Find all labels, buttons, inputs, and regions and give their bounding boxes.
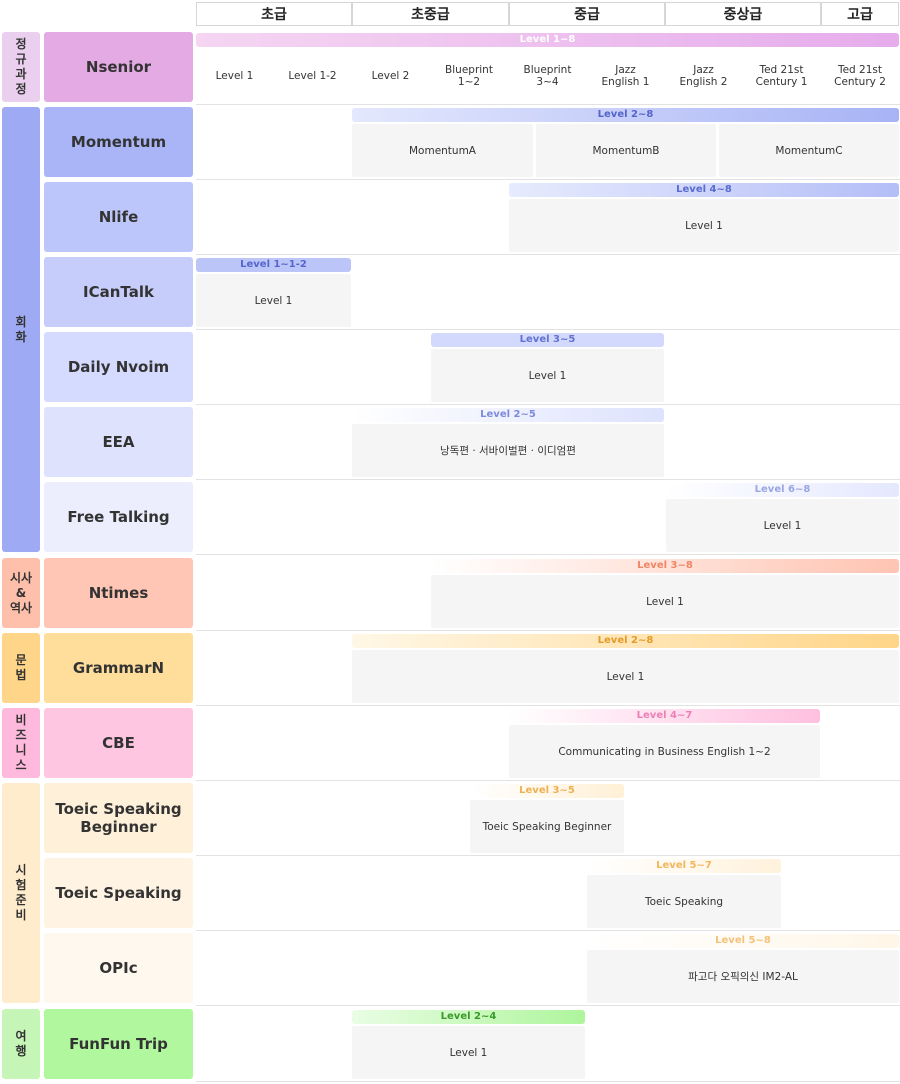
level-range-band: Level 3~5 <box>431 333 664 347</box>
course-cell[interactable]: Jazz English 2 <box>665 49 742 102</box>
course-cell[interactable]: 낭독편 · 서바이벌편 · 이디엄편 <box>352 424 664 477</box>
course-cell[interactable]: 파고다 오픽의신 IM2-AL <box>587 950 899 1003</box>
row-divider <box>196 254 900 255</box>
category-exam: 시 험 준 비 <box>2 783 40 1003</box>
course-cell[interactable]: Ted 21st Century 1 <box>743 49 820 102</box>
program-name[interactable]: GrammarN <box>44 633 193 703</box>
program-name[interactable]: CBE <box>44 708 193 778</box>
course-cell[interactable]: Jazz English 1 <box>587 49 664 102</box>
level-range-band: Level 4~7 <box>509 709 820 723</box>
row-divider <box>196 1005 900 1006</box>
course-cell[interactable]: Blueprint 3~4 <box>509 49 586 102</box>
program-name[interactable]: Momentum <box>44 107 193 177</box>
program-name[interactable]: Daily Nvoim <box>44 332 193 402</box>
level-header-cell: 초중급 <box>352 2 509 26</box>
course-cell[interactable]: Level 1 <box>196 49 273 102</box>
course-cell[interactable]: Level 1 <box>666 499 899 552</box>
category-regular: 정 규 과 정 <box>2 32 40 102</box>
course-cell[interactable]: MomentumB <box>536 124 716 177</box>
course-cell[interactable]: MomentumC <box>719 124 899 177</box>
program-name[interactable]: Free Talking <box>44 482 193 552</box>
course-cell[interactable]: Toeic Speaking <box>587 875 781 928</box>
row-divider <box>196 1081 900 1082</box>
course-cell[interactable]: MomentumA <box>352 124 533 177</box>
row-divider <box>196 855 900 856</box>
course-cell[interactable]: Toeic Speaking Beginner <box>470 800 624 853</box>
level-range-band: Level 2~4 <box>352 1010 585 1024</box>
category-conversation: 회 화 <box>2 107 40 552</box>
category-business: 비 즈 니 스 <box>2 708 40 778</box>
level-range-band: Level 2~8 <box>352 634 899 648</box>
course-cell[interactable]: Ted 21st Century 2 <box>821 49 899 102</box>
row-divider <box>196 705 900 706</box>
level-header-cell: 중급 <box>509 2 665 26</box>
level-range-band: Level 3~5 <box>470 784 624 798</box>
row-divider <box>196 780 900 781</box>
level-range-band: Level 1~1-2 <box>196 258 351 272</box>
level-header-cell: 고급 <box>821 2 899 26</box>
level-range-band: Level 2~8 <box>352 108 899 122</box>
category-grammar: 문 법 <box>2 633 40 703</box>
course-cell[interactable]: Level 2 <box>352 49 429 102</box>
course-cell[interactable]: Level 1 <box>431 349 664 402</box>
course-cell[interactable]: Communicating in Business English 1~2 <box>509 725 820 778</box>
program-name[interactable]: Nlife <box>44 182 193 252</box>
level-range-band: Level 5~8 <box>587 934 899 948</box>
course-cell[interactable]: Level 1 <box>352 650 899 703</box>
program-name[interactable]: FunFun Trip <box>44 1009 193 1079</box>
category-travel: 여 행 <box>2 1009 40 1079</box>
level-range-band: Level 3~8 <box>431 559 899 573</box>
program-name[interactable]: EEA <box>44 407 193 477</box>
category-news: 시사 & 역사 <box>2 558 40 628</box>
row-divider <box>196 930 900 931</box>
row-divider <box>196 479 900 480</box>
level-range-band: Level 2~5 <box>352 408 664 422</box>
level-header-cell: 초급 <box>196 2 352 26</box>
program-name[interactable]: Toeic Speaking <box>44 858 193 928</box>
level-range-band: Level 4~8 <box>509 183 899 197</box>
level-range-band: Level 5~7 <box>587 859 781 873</box>
row-divider <box>196 179 900 180</box>
program-name[interactable]: ICanTalk <box>44 257 193 327</box>
level-header-cell: 중상급 <box>665 2 821 26</box>
course-cell[interactable]: Level 1-2 <box>274 49 351 102</box>
course-cell[interactable]: Level 1 <box>352 1026 585 1079</box>
course-cell[interactable]: Blueprint 1~2 <box>430 49 508 102</box>
course-cell[interactable]: Level 1 <box>431 575 899 628</box>
row-divider <box>196 554 900 555</box>
course-cell[interactable]: Level 1 <box>196 274 351 327</box>
level-range-band: Level 1~8 <box>196 33 899 47</box>
program-name[interactable]: Toeic Speaking Beginner <box>44 783 193 853</box>
row-divider <box>196 404 900 405</box>
row-divider <box>196 104 900 105</box>
row-divider <box>196 630 900 631</box>
course-cell[interactable]: Level 1 <box>509 199 899 252</box>
level-range-band: Level 6~8 <box>666 483 899 497</box>
program-name[interactable]: Ntimes <box>44 558 193 628</box>
program-name[interactable]: Nsenior <box>44 32 193 102</box>
program-name[interactable]: OPIc <box>44 933 193 1003</box>
row-divider <box>196 329 900 330</box>
